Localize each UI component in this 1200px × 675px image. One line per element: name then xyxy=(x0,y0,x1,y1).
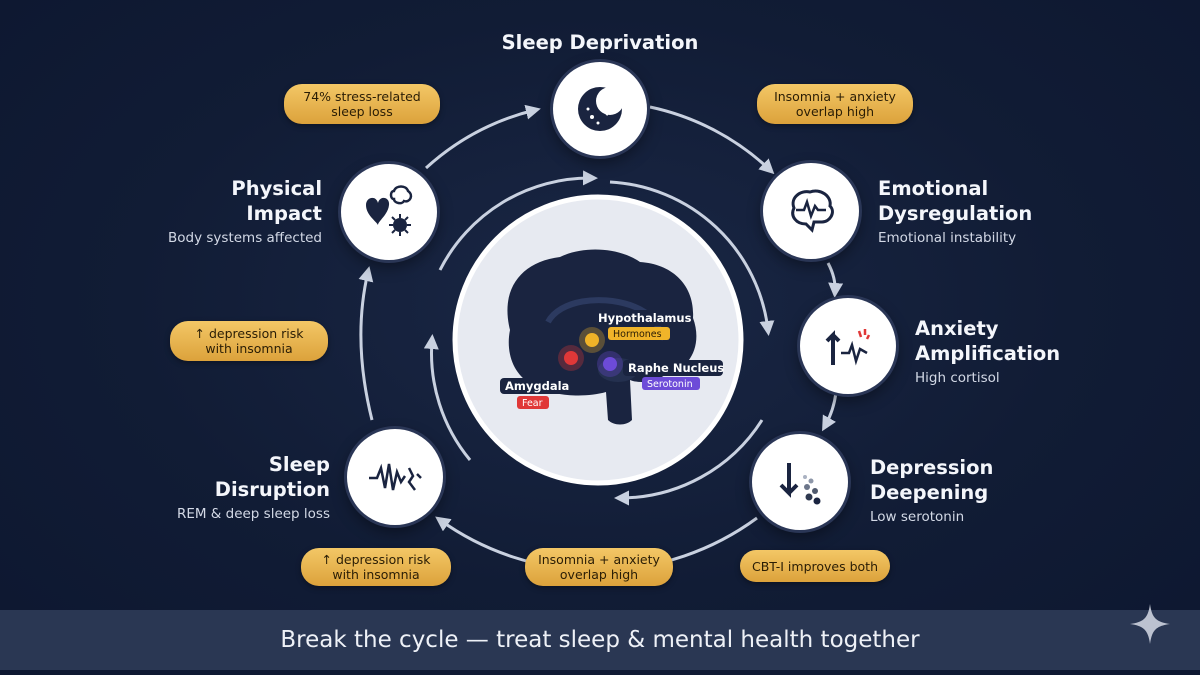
stat-pill-cbt-i: CBT-I improves both xyxy=(740,550,890,582)
physical-impact-subtitle: Body systems affected xyxy=(168,230,322,246)
stat-pill-insomnia-anxiety-top: Insomnia + anxiety overlap high xyxy=(757,84,913,124)
physical-impact-node xyxy=(341,164,437,260)
stat-pill-line: 74% stress-related xyxy=(303,89,421,104)
stat-pill-line: CBT-I improves both xyxy=(751,558,879,574)
amygdala-dot xyxy=(564,351,578,365)
anxiety-amplification-title-1: Anxiety xyxy=(915,317,999,340)
sleep-disruption-label: Sleep Disruption REM & deep sleep loss xyxy=(130,452,330,522)
amygdala-tag: Fear xyxy=(522,398,543,409)
amygdala-label: Amygdala xyxy=(505,379,569,393)
sleep-disruption-title-2: Disruption xyxy=(214,478,330,501)
stat-pill-depression-risk-bottom: ↑ depression risk with insomnia xyxy=(301,548,451,586)
emotional-dysregulation-subtitle: Emotional instability xyxy=(878,230,1017,246)
arrow-anxiety-to-depression xyxy=(822,391,838,432)
anxiety-amplification-label: Anxiety Amplification High cortisol xyxy=(915,316,1115,386)
physical-impact-title-2: Impact xyxy=(246,202,322,225)
stat-pill-insomnia-anxiety-bottom: Insomnia + anxiety overlap high xyxy=(525,548,673,586)
heart-brain-virus-icon xyxy=(366,185,413,236)
inner-arc-top xyxy=(609,180,775,336)
sleep-disruption-node xyxy=(347,429,443,525)
anxiety-amplification-subtitle: High cortisol xyxy=(915,370,1000,386)
arrow-down-dots-icon xyxy=(779,463,821,505)
stat-pill-line: Insomnia + anxiety xyxy=(538,552,660,567)
sleep-deprivation-title: Sleep Deprivation xyxy=(501,31,699,54)
arrow-emotional-to-anxiety xyxy=(826,262,844,298)
anxiety-amplification-title-2: Amplification xyxy=(915,342,1061,365)
cracked-moon-icon xyxy=(578,87,624,131)
sleep-deprivation-label: Sleep Deprivation xyxy=(470,30,730,55)
sleep-disruption-subtitle: REM & deep sleep loss xyxy=(176,506,330,522)
emotional-dysregulation-node xyxy=(763,163,859,259)
anxiety-amplification-node xyxy=(800,298,896,394)
emotional-dysregulation-title-1: Emotional xyxy=(878,177,989,200)
stat-pill-line: sleep loss xyxy=(331,104,393,119)
raphe-tag: Serotonin xyxy=(647,379,693,390)
depression-deepening-label: Depression Deepening Low serotonin xyxy=(870,455,1070,525)
physical-impact-title-1: Physical xyxy=(231,177,322,200)
brain-wave-icon xyxy=(791,189,834,233)
emotional-dysregulation-title-2: Dysregulation xyxy=(878,202,1033,225)
sparkle-icon xyxy=(1130,604,1170,644)
inner-arc-bottom xyxy=(614,419,764,506)
inner-arc-top-left xyxy=(438,170,598,271)
sleep-disruption-title-1: Sleep xyxy=(268,453,330,476)
stat-pill-depression-risk-mid: ↑ depression risk with insomnia xyxy=(170,321,328,361)
hypothalamus-label: Hypothalamus xyxy=(598,311,692,325)
stat-pill-line: overlap high xyxy=(795,104,875,119)
depression-deepening-subtitle: Low serotonin xyxy=(870,509,965,525)
hypothalamus-tag: Hormones xyxy=(613,329,662,340)
depression-deepening-title-2: Deepening xyxy=(870,481,989,504)
sleep-deprivation-node xyxy=(553,62,647,156)
stat-pill-line: with insomnia xyxy=(332,567,420,582)
depression-deepening-node xyxy=(752,434,848,530)
inner-arc-left xyxy=(423,334,472,461)
stat-pill-line: ↑ depression risk xyxy=(194,326,304,341)
stat-pill-stress-sleep-loss: 74% stress-related sleep loss xyxy=(284,84,440,124)
footer-text: Break the cycle — treat sleep & mental h… xyxy=(280,627,920,653)
arrow-deprivation-to-emotional xyxy=(649,105,775,175)
arrow-disruption-to-physical xyxy=(358,266,374,421)
arrow-physical-to-deprivation xyxy=(424,104,541,170)
footer-banner: Break the cycle — treat sleep & mental h… xyxy=(0,610,1200,670)
physical-impact-label: Physical Impact Body systems affected xyxy=(120,176,322,246)
arrow-up-pulse-icon xyxy=(825,329,871,366)
emotional-dysregulation-label: Emotional Dysregulation Emotional instab… xyxy=(878,176,1078,246)
raphe-dot xyxy=(603,357,617,371)
raphe-label: Raphe Nucleus xyxy=(628,361,724,375)
hypothalamus-dot xyxy=(585,333,599,347)
stat-pill-line: ↑ depression risk xyxy=(321,552,431,567)
broken-waveform-icon xyxy=(369,463,422,491)
stat-pill-line: Insomnia + anxiety xyxy=(774,89,896,104)
depression-deepening-title-1: Depression xyxy=(870,456,994,479)
stat-pill-line: with insomnia xyxy=(205,341,293,356)
stat-pill-line: overlap high xyxy=(559,567,639,582)
